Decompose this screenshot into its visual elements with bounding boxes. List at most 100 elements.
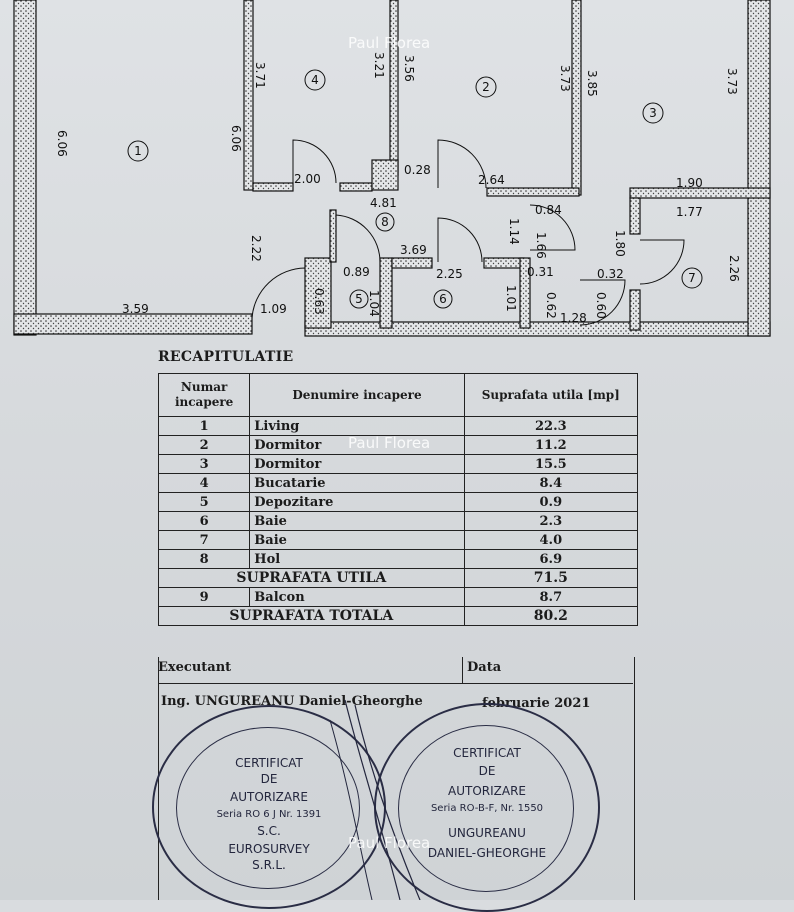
- door-arc: [529, 204, 576, 251]
- dimension: 3.56: [402, 55, 416, 82]
- area-table: Numar incapere Denumire incapere Suprafa…: [157, 373, 639, 626]
- dimension: 1.28: [560, 311, 587, 325]
- door-arc: [335, 214, 381, 263]
- dimension: 3.69: [400, 243, 427, 257]
- wall: [304, 257, 332, 329]
- wall: [571, 0, 582, 196]
- dimension: 6.06: [229, 125, 243, 152]
- cell-name: Dormitor: [249, 435, 465, 455]
- dimension: 0.31: [527, 265, 554, 279]
- wall: [391, 257, 433, 269]
- door-arc: [639, 239, 685, 285]
- door-arc: [251, 267, 306, 319]
- floor-plan: 1 2 3 4 5 6 7 8 6.06 3.59 2.22 1.09 3.71…: [13, 0, 771, 337]
- dimension: 3.73: [725, 68, 739, 95]
- stamp-text: DE: [478, 764, 496, 778]
- cell-name: Living: [249, 416, 465, 436]
- door-arc: [579, 279, 626, 326]
- dimension: 6.06: [55, 130, 69, 157]
- total-label: SUPRAFATA TOTALA: [158, 606, 465, 626]
- room-number-circle: [304, 69, 326, 91]
- cell-number: 6: [157, 511, 251, 531]
- cell-area: 22.3: [463, 416, 639, 436]
- cell-number: 2: [157, 435, 251, 455]
- dimension: 1.01: [504, 285, 518, 312]
- dimension: 0.84: [535, 203, 562, 217]
- dimension: 2.25: [436, 267, 463, 281]
- recap-title: RECAPITULATIE: [158, 349, 294, 365]
- dimension: 0.63: [312, 288, 326, 315]
- dimension: 2.64: [478, 173, 505, 187]
- data-label: Data: [467, 660, 502, 675]
- dimension: 3.59: [122, 302, 149, 316]
- dimension: 3.85: [585, 70, 599, 97]
- divider: [462, 657, 463, 683]
- cell-area: 6.9: [463, 549, 639, 569]
- wall: [379, 257, 393, 329]
- wall: [339, 182, 373, 192]
- col-header-area: Suprafata utila [mp]: [463, 373, 639, 417]
- room-number-circle: [375, 212, 395, 232]
- stamp-text: DANIEL-GHEORGHE: [427, 846, 547, 860]
- dimension: 0.60: [594, 292, 608, 319]
- dimension: 0.28: [404, 163, 431, 177]
- util-value: 71.5: [463, 568, 639, 588]
- room-number: 6: [439, 292, 447, 306]
- cell-number: 4: [157, 473, 251, 493]
- room-number-circle: [433, 289, 453, 309]
- stamp-right: CERTIFICAT DE AUTORIZARE Seria RO-B-F, N…: [374, 703, 600, 912]
- util-label: SUPRAFATA UTILA: [158, 568, 465, 588]
- cell-name: Baie: [249, 530, 465, 550]
- room-number-circle: [475, 76, 497, 98]
- dimension: 1.14: [507, 218, 521, 245]
- dimension: 1.04: [367, 290, 381, 317]
- room-number: 3: [649, 106, 657, 120]
- room-number-circle: [681, 267, 703, 289]
- dimension: 3.21: [372, 52, 386, 79]
- watermark-text: Paul Florea: [348, 834, 431, 852]
- wall: [252, 182, 294, 192]
- stamp-text: DE: [260, 772, 278, 786]
- wall: [371, 159, 399, 191]
- executant-label: Executant: [158, 660, 232, 675]
- cell-number: 1: [157, 416, 251, 436]
- dimension: 1.77: [676, 205, 703, 219]
- room-number: 2: [482, 80, 490, 94]
- stamp-text: CERTIFICAT: [453, 746, 521, 760]
- cell-area: 15.5: [463, 454, 639, 474]
- door-arc: [437, 217, 483, 263]
- wall: [13, 313, 253, 335]
- divider: [158, 683, 633, 684]
- wall: [389, 0, 399, 176]
- room-number: 8: [381, 215, 389, 229]
- watermark-text: Paul Florea: [348, 34, 431, 52]
- cell-area: 8.4: [463, 473, 639, 493]
- cell-name: Hol: [249, 549, 465, 569]
- dimension: 0.32: [597, 267, 624, 281]
- dimension: 0.89: [343, 265, 370, 279]
- table-header-row: Numar incapere Denumire incapere Suprafa…: [157, 373, 639, 417]
- dimension: 3.71: [253, 62, 267, 89]
- wall: [483, 257, 525, 269]
- dimension: 1.90: [676, 176, 703, 190]
- cell-area: 11.2: [463, 435, 639, 455]
- cell-number: 5: [157, 492, 251, 512]
- room-number-circle: [349, 289, 369, 309]
- stamp-text: AUTORIZARE: [230, 790, 308, 804]
- stamp-text: EUROSURVEY: [228, 842, 310, 856]
- cell-name: Balcon: [249, 587, 465, 607]
- wall: [519, 257, 531, 329]
- dimension: 2.00: [294, 172, 321, 186]
- wall: [629, 187, 771, 199]
- stamp-left: CERTIFICAT DE AUTORIZARE Seria RO 6 J Nr…: [152, 705, 386, 909]
- dimension: 2.26: [727, 255, 741, 282]
